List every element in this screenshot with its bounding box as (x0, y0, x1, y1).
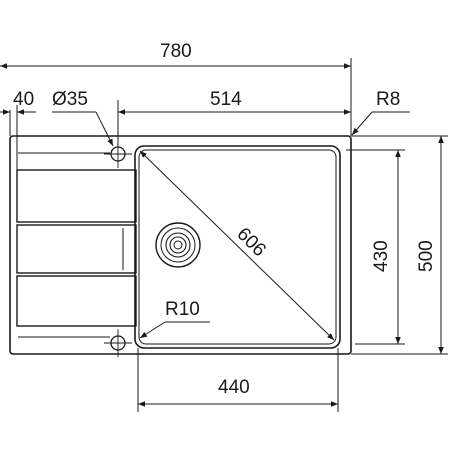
drainer-area (16, 169, 137, 327)
drainer-groove (16, 224, 137, 274)
sink-outer-edge (9, 135, 352, 355)
bowl-diagonal-label: 606 (232, 224, 269, 261)
dimension-overall-width: 780 (0, 41, 352, 136)
drain (155, 222, 201, 268)
bowl-depth-label: 430 (371, 240, 392, 272)
bowl (134, 145, 341, 349)
dimension-bowl-outer-width: 514 (117, 89, 351, 146)
dimension-outer-radius: R8 (351, 89, 410, 136)
tap-hole-bottom (104, 329, 132, 357)
bowl-inner-edge (138, 149, 337, 345)
inner-radius-label: R10 (165, 299, 200, 320)
drainer-groove (16, 169, 137, 223)
dimension-drainer-offset: 40 (0, 89, 36, 170)
bowl-outer-edge (134, 145, 341, 349)
dimension-overall-depth: 500 (351, 135, 448, 355)
dimension-inner-radius: R10 (139, 299, 210, 339)
drainer-groove (16, 275, 137, 327)
tap-hole-label: Ø35 (52, 89, 88, 110)
dimension-bowl-inner-width: 440 (137, 348, 339, 412)
outer-radius-label: R8 (376, 89, 400, 110)
bowl-inner-width-label: 440 (218, 377, 250, 398)
dimension-bowl-depth: 430 (346, 149, 405, 345)
overall-width-label: 780 (160, 41, 192, 62)
drainer-offset-label: 40 (13, 89, 34, 110)
overall-depth-label: 500 (416, 240, 437, 272)
bowl-outer-width-label: 514 (210, 89, 242, 110)
dimension-tap-hole: Ø35 (52, 89, 114, 147)
sink-outline (9, 135, 352, 355)
